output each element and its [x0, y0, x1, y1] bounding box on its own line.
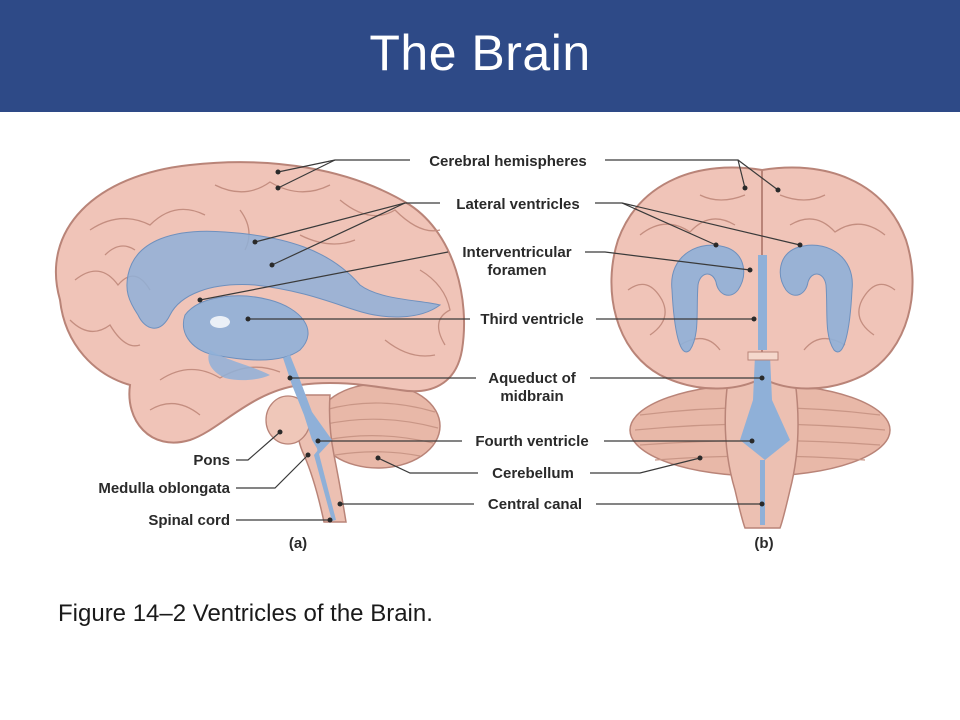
label-medulla-oblongata: Medulla oblongata [98, 480, 230, 497]
title-bar: The Brain [0, 0, 960, 112]
label-cerebellum: Cerebellum [492, 465, 574, 482]
label-pons: Pons [193, 452, 230, 469]
label-fourth-ventricle: Fourth ventricle [475, 433, 588, 450]
label-interventricular-line1: Interventricular [462, 244, 571, 261]
panel-label-a: (a) [289, 535, 307, 552]
label-lateral-ventricles: Lateral ventricles [456, 196, 579, 213]
page-title: The Brain [369, 25, 591, 81]
coronal-brain-illustration [610, 166, 914, 529]
figure-caption: Figure 14–2 Ventricles of the Brain. [58, 600, 433, 627]
leader-lines [197, 159, 803, 523]
panel-label-b: (b) [754, 535, 773, 552]
label-cerebral-hemispheres: Cerebral hemispheres [429, 153, 587, 170]
sagittal-brain-illustration [54, 161, 465, 523]
label-aqueduct-line2: midbrain [500, 388, 563, 405]
brain-figure: Cerebral hemispheres Lateral ventricles … [54, 153, 914, 552]
label-spinal-cord: Spinal cord [148, 512, 230, 529]
label-aqueduct-line1: Aqueduct of [488, 370, 576, 387]
label-interventricular-line2: foramen [487, 262, 546, 279]
label-third-ventricle: Third ventricle [480, 311, 583, 328]
label-central-canal: Central canal [488, 496, 582, 513]
